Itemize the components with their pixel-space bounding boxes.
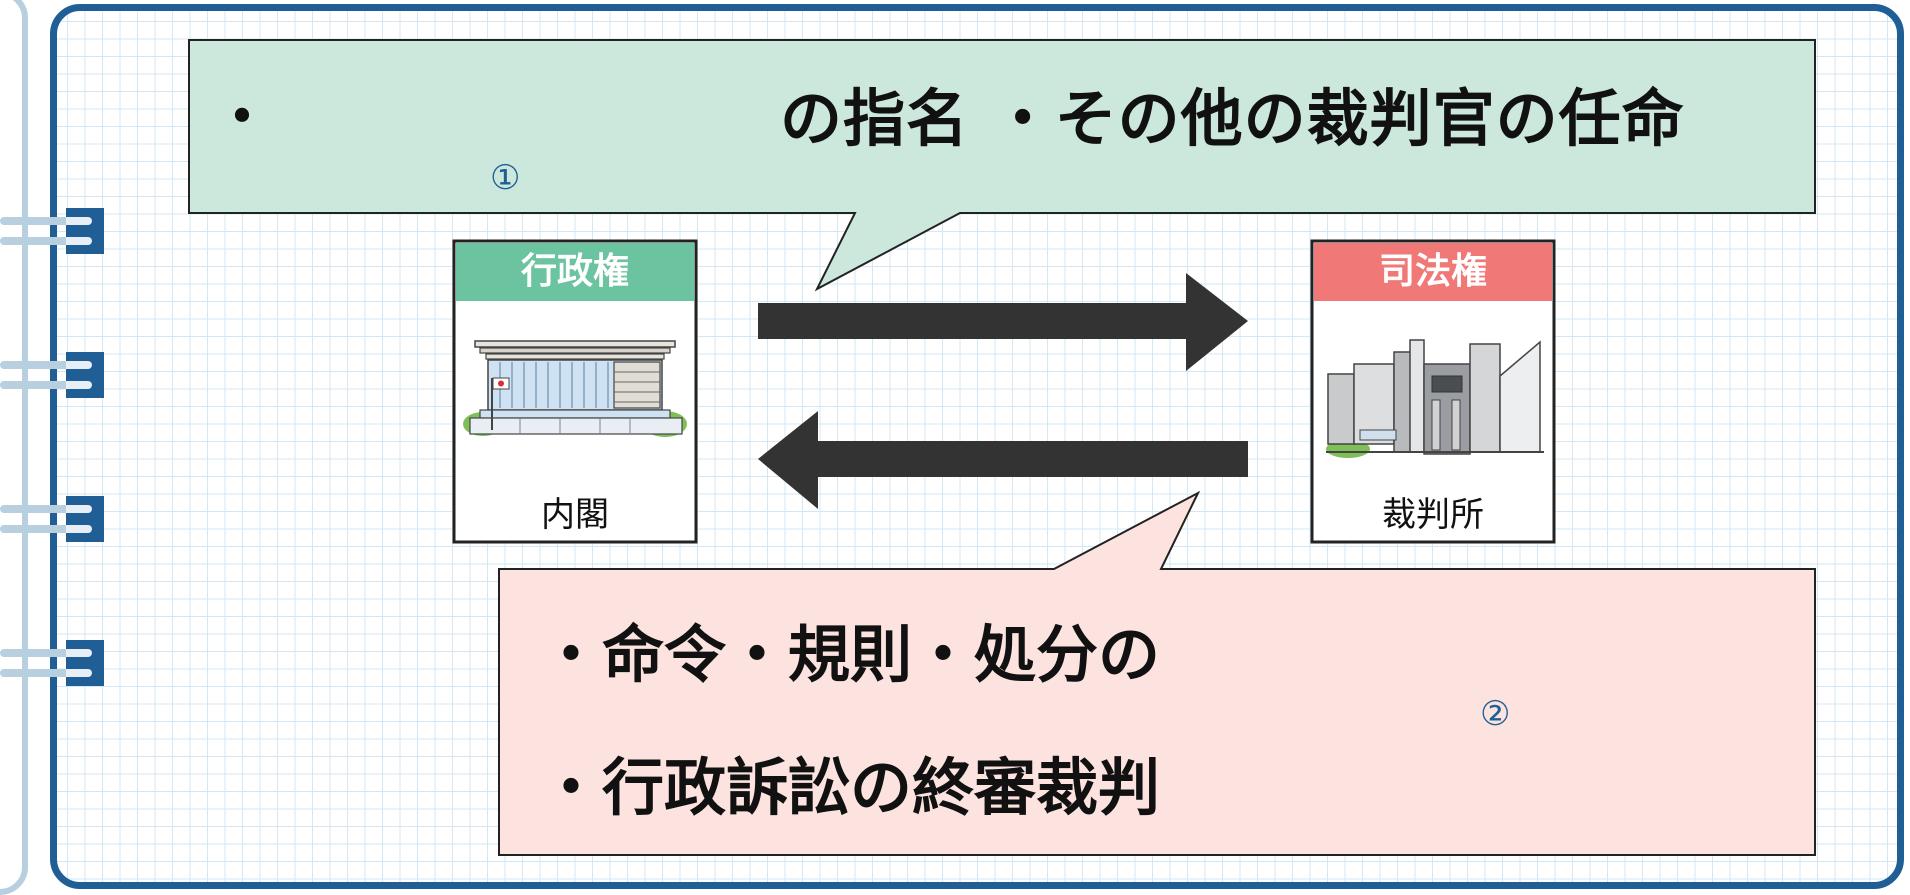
blank-marker-2: ② xyxy=(1480,694,1511,734)
judicial-caption: 裁判所 xyxy=(1382,495,1484,535)
binder-ring xyxy=(0,494,106,544)
binder-ring xyxy=(0,206,106,256)
top-callout-balloon xyxy=(188,39,1816,292)
executive-header: 行政権 xyxy=(520,251,629,292)
executive-caption: 内閣 xyxy=(541,495,609,535)
arrow-right-icon xyxy=(758,273,1248,371)
top-callout-bullet: ・ xyxy=(213,83,272,151)
bottom-callout-line-1: ・命令・規則・処分の xyxy=(540,618,1161,691)
cabinet-building-icon xyxy=(463,340,687,437)
supreme-court-building-icon xyxy=(1326,339,1544,458)
blank-marker-1: ① xyxy=(490,158,521,198)
arrow-left-icon xyxy=(758,411,1248,509)
bottom-callout-line-2: ・行政訴訟の終審裁判 xyxy=(540,751,1161,824)
binder-ring xyxy=(0,350,106,400)
notebook-back-page xyxy=(0,0,28,895)
top-callout-text: の指名 ・その他の裁判官の任命 xyxy=(780,82,1685,155)
bottom-callout-balloon xyxy=(498,490,1816,856)
binder-ring xyxy=(0,638,106,688)
judicial-header: 司法権 xyxy=(1378,251,1487,292)
